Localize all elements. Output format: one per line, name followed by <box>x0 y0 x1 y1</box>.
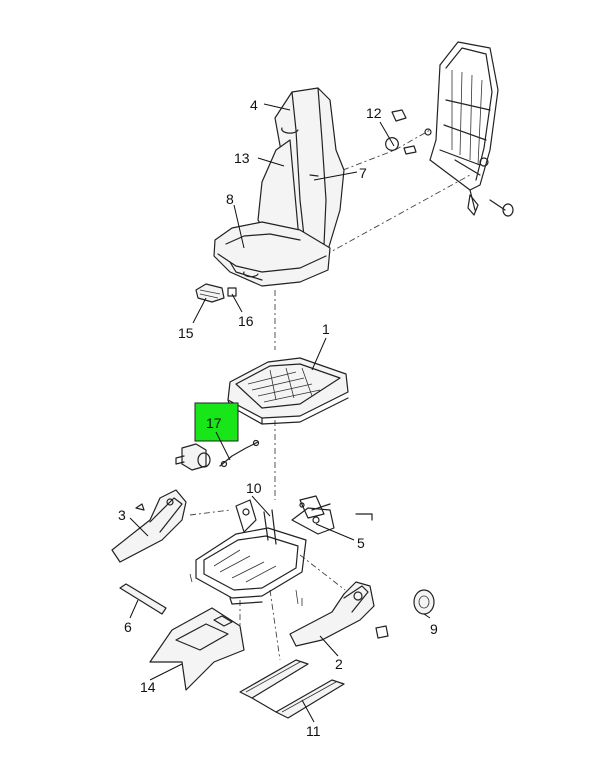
part-6-strip[interactable] <box>119 583 167 615</box>
part-5-bracket[interactable] <box>299 495 373 521</box>
callout-11[interactable]: 11 <box>306 723 321 739</box>
highlight-box[interactable] <box>194 402 239 442</box>
callout-3[interactable]: 3 <box>118 507 126 523</box>
callout-17[interactable]: 17 <box>206 415 222 431</box>
callout-15[interactable]: 15 <box>178 325 194 341</box>
callout-10[interactable]: 10 <box>246 480 262 496</box>
callout-6[interactable]: 6 <box>124 619 132 635</box>
callout-9[interactable]: 9 <box>430 621 438 637</box>
alignment-lines <box>189 129 471 661</box>
part-1-seat-pan[interactable] <box>227 357 349 425</box>
part-14-plate[interactable] <box>149 607 245 691</box>
callout-5[interactable]: 5 <box>357 535 365 551</box>
callouts: 4 13 7 8 12 15 16 1 17 3 10 5 6 14 9 2 1… <box>118 97 438 739</box>
leader-lines <box>129 103 431 723</box>
part-12-hardware[interactable] <box>385 109 417 155</box>
callout-8[interactable]: 8 <box>226 191 234 207</box>
callout-14[interactable]: 14 <box>140 679 156 695</box>
base-frame-assembly[interactable] <box>189 499 335 606</box>
part-2-side-panel[interactable] <box>289 581 389 647</box>
part-17-highlight[interactable] <box>194 402 239 442</box>
frame-pin[interactable] <box>489 199 514 217</box>
part-11-rails[interactable] <box>239 659 345 719</box>
callout-7[interactable]: 7 <box>359 165 367 181</box>
seat-back-frame[interactable] <box>424 41 499 216</box>
callout-1[interactable]: 1 <box>322 321 330 337</box>
part-16-fastener[interactable] <box>227 287 237 297</box>
part-9-knob[interactable] <box>413 589 435 615</box>
part-17-motor[interactable] <box>175 439 260 471</box>
callout-4[interactable]: 4 <box>250 97 258 113</box>
callout-2[interactable]: 2 <box>335 656 343 672</box>
part-15-handle[interactable] <box>195 283 225 303</box>
seat-upholstery[interactable] <box>213 87 345 287</box>
part-3-side-panel[interactable] <box>111 489 187 563</box>
callout-16[interactable]: 16 <box>238 313 254 329</box>
callout-13[interactable]: 13 <box>234 150 250 166</box>
callout-12[interactable]: 12 <box>366 105 382 121</box>
